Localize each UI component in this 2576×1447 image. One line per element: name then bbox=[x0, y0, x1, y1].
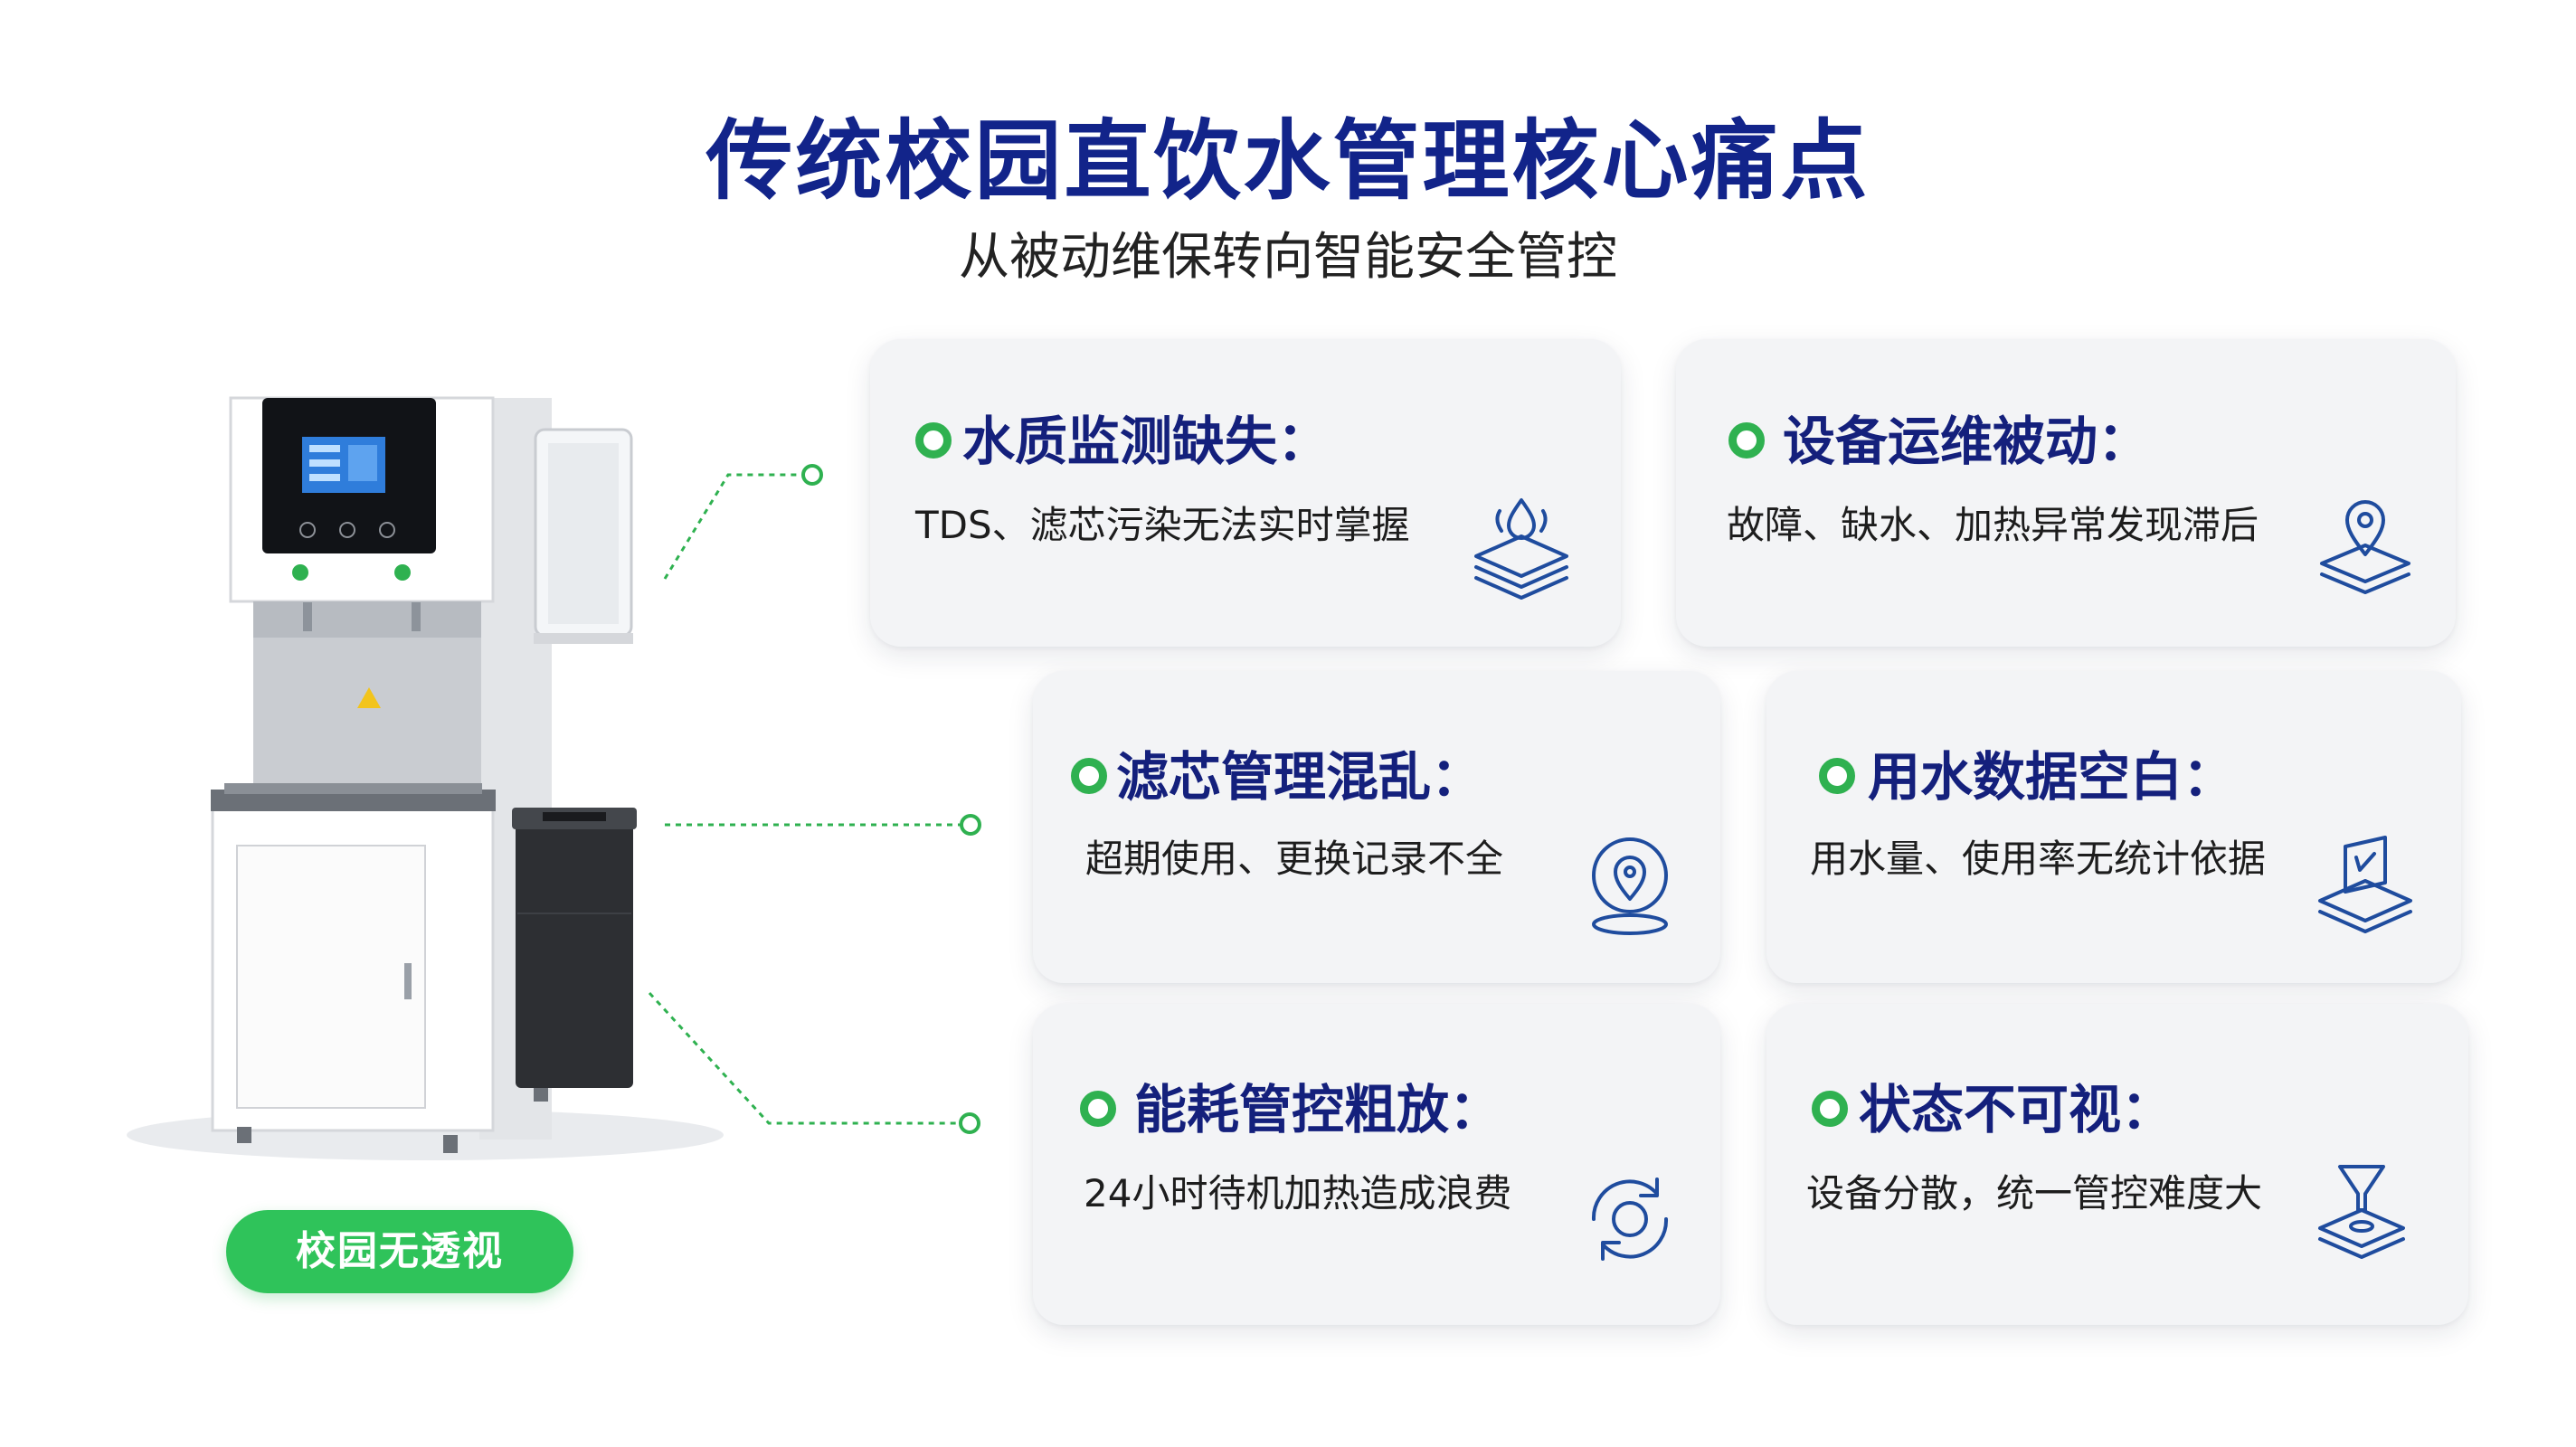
bullet-dot bbox=[1071, 758, 1107, 794]
bullet-dot bbox=[1812, 1091, 1848, 1127]
pain-point-card-usage-data: 用水数据空白： 用水量、使用率无统计依据 bbox=[1766, 671, 2461, 983]
card-description: 超期使用、更换记录不全 bbox=[1085, 837, 1504, 881]
pain-point-card-visibility: 状态不可视： 设备分散，统一管控难度大 bbox=[1766, 1004, 2468, 1325]
card-title: 设备运维被动： bbox=[1783, 411, 2151, 472]
location-pin-circle-icon bbox=[1592, 837, 1668, 935]
page-title: 传统校园直饮水管理核心痛点 bbox=[706, 110, 1870, 212]
pain-point-card-filter: 滤芯管理混乱： 超期使用、更换记录不全 bbox=[1033, 671, 1720, 983]
card-title: 滤芯管理混乱： bbox=[1116, 746, 1484, 808]
card-title: 能耗管控粗放： bbox=[1134, 1079, 1502, 1140]
card-description: 24小时待机加热造成浪费 bbox=[1084, 1171, 1512, 1215]
card-title: 水质监测缺失： bbox=[962, 411, 1331, 472]
platform-stack-icon bbox=[2318, 1165, 2405, 1259]
bullet-dot bbox=[915, 422, 952, 459]
card-description: 故障、缺水、加热异常发现滞后 bbox=[1727, 503, 2259, 547]
page-subtitle: 从被动维保转向智能安全管控 bbox=[959, 228, 1617, 287]
pain-point-card-maintenance: 设备运维被动： 故障、缺水、加热异常发现滞后 bbox=[1676, 339, 2456, 647]
pain-point-card-energy: 能耗管控粗放： 24小时待机加热造成浪费 bbox=[1033, 1004, 1720, 1325]
card-description: TDS、滤芯污染无法实时掌握 bbox=[915, 503, 1410, 547]
bullet-dot bbox=[1728, 422, 1765, 459]
card-title: 用水数据空白： bbox=[1868, 746, 2236, 808]
campus-badge: 校园无透视 bbox=[226, 1210, 573, 1293]
data-box-layers-icon bbox=[2318, 836, 2412, 933]
water-drop-layers-icon bbox=[1474, 498, 1568, 600]
bullet-dot bbox=[1080, 1091, 1116, 1127]
card-description: 用水量、使用率无统计依据 bbox=[1810, 837, 2267, 881]
refresh-cycle-icon bbox=[1591, 1177, 1669, 1261]
location-pin-layers-icon bbox=[2320, 500, 2410, 594]
bullet-dot bbox=[1819, 758, 1855, 794]
card-description: 设备分散，统一管控难度大 bbox=[1806, 1171, 2263, 1215]
card-title: 状态不可视： bbox=[1859, 1079, 2174, 1140]
pain-point-card-water-quality: 水质监测缺失： TDS、滤芯污染无法实时掌握 bbox=[870, 339, 1621, 647]
